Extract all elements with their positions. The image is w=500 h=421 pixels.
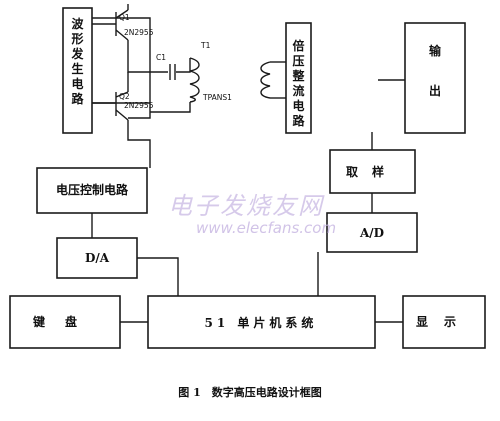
dac-block <box>56 237 138 279</box>
q1-part-label: 2N2955 <box>124 28 154 37</box>
q2-part-label: 2N2955 <box>124 101 154 110</box>
transistor-q2 <box>92 91 129 125</box>
wire-transformer-return <box>150 102 191 113</box>
adc-block <box>326 212 418 253</box>
sampling-label: 取样 <box>346 164 398 179</box>
transformer-label: T1 <box>200 41 211 50</box>
transistor-q1 <box>92 4 129 45</box>
capacitor-label: C1 <box>156 53 166 62</box>
adc-label: A/D <box>359 226 384 240</box>
output-label: 输出 <box>429 43 442 98</box>
dac-label: D/A <box>85 251 110 265</box>
mcu-system-label: 51 单片机系统 <box>205 315 318 330</box>
q2-label: Q2 <box>119 92 130 101</box>
voltage-control-label: 电压控制电路 <box>56 182 129 197</box>
watermark-url: www.elecfans.com <box>196 219 336 237</box>
voltage-control-block <box>36 167 148 214</box>
sampling-block <box>329 149 416 194</box>
wires <box>91 17 405 323</box>
mcu-system-block <box>147 295 376 349</box>
wire-da-to-mcu <box>137 257 179 296</box>
output-block <box>404 22 466 134</box>
voltage-multiplier-block <box>285 22 312 134</box>
q1-label: Q1 <box>119 13 130 22</box>
display-label: 显示 <box>416 315 472 329</box>
transformer-part-label: TPANS1 <box>202 93 232 102</box>
display-block <box>402 295 486 349</box>
waveform-generator-block <box>62 7 93 134</box>
waveform-generator-label: 波形发生电路 <box>70 16 84 106</box>
voltage-multiplier-label: 倍压整流电路 <box>291 38 305 128</box>
wire-q2-to-control <box>127 125 151 168</box>
wire-q1-collector <box>92 17 151 119</box>
transformer-primary-coil <box>189 57 200 103</box>
keyboard-block <box>9 295 121 349</box>
figure-caption: 图 1 数字高压电路设计框图 <box>178 385 321 399</box>
wire-cap-transformer <box>176 58 191 73</box>
capacitor-symbol <box>169 64 176 80</box>
keyboard-label: 键盘 <box>32 314 97 329</box>
transformer-secondary-coil <box>260 61 271 99</box>
watermark-logo: 电子发烧友网 <box>168 192 325 220</box>
